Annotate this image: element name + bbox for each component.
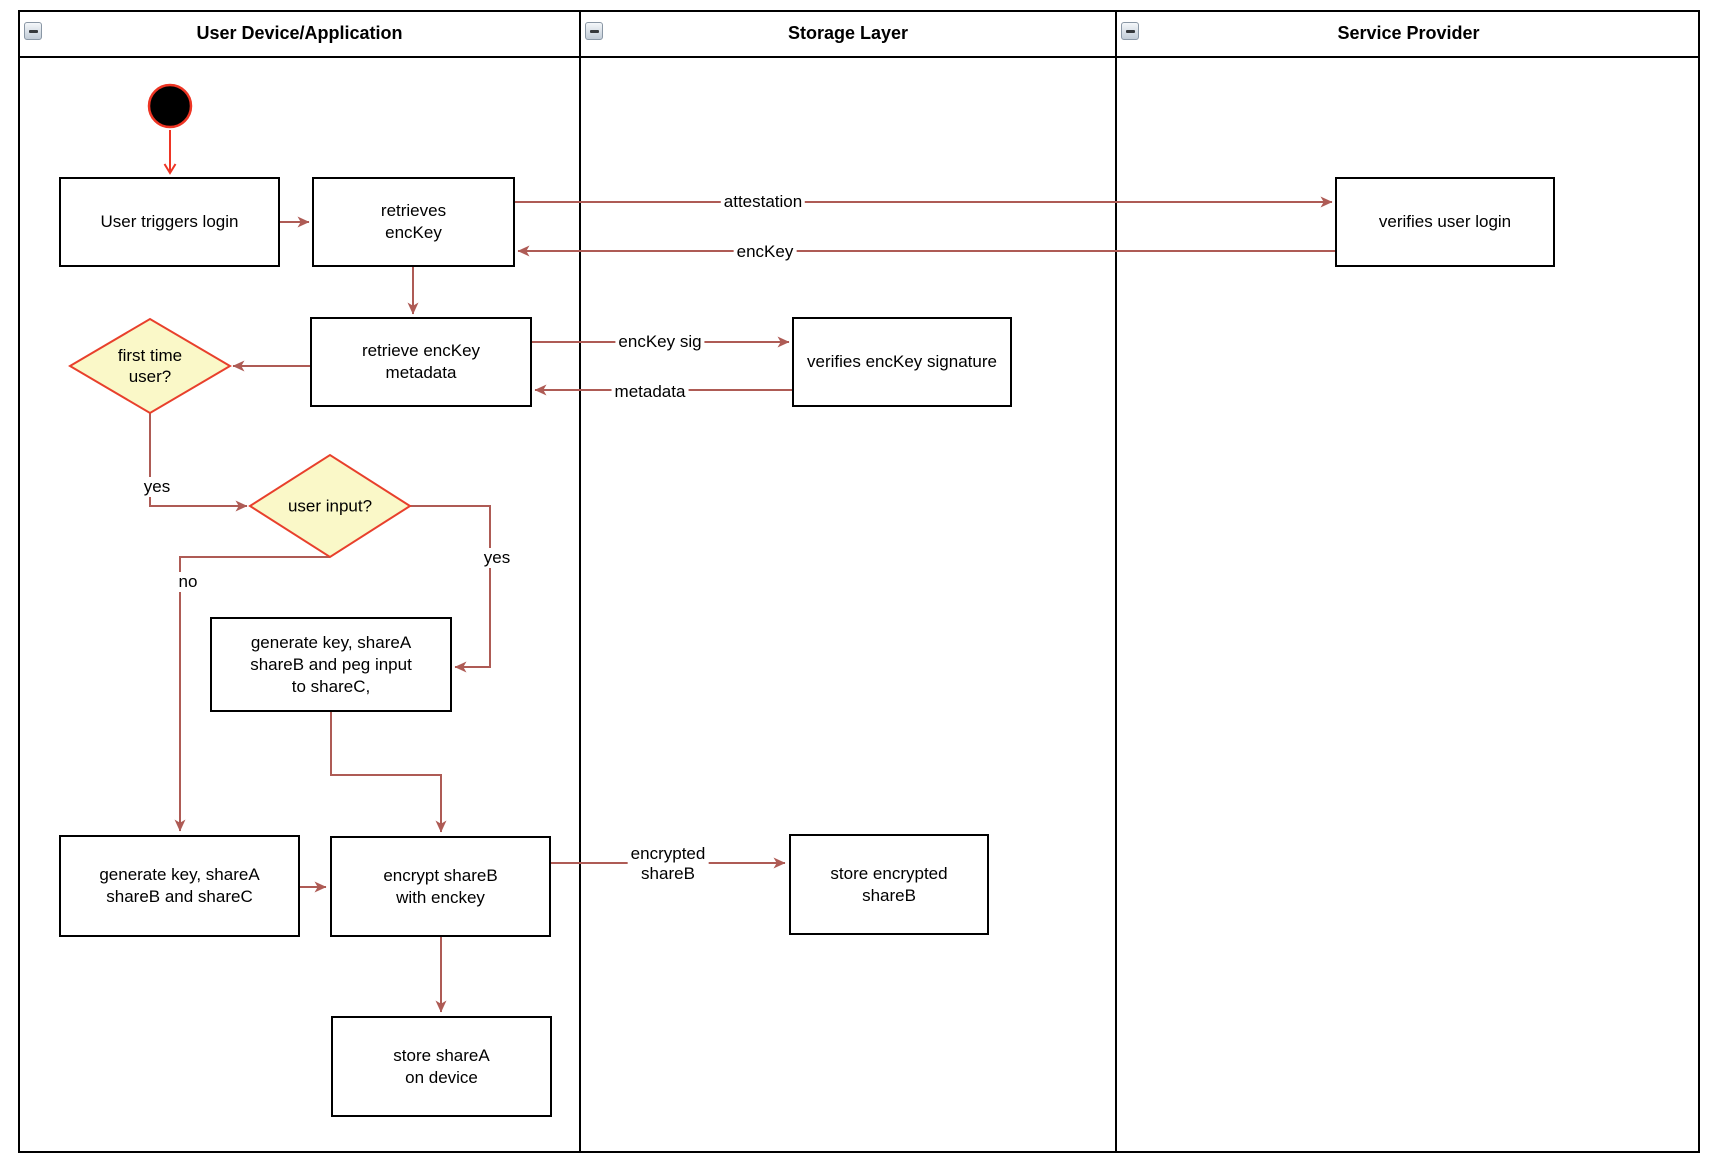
node-label: verifies encKey signature xyxy=(807,352,997,371)
edge-label-attestation: attestation xyxy=(720,192,806,212)
node-retrieves-enckey[interactable]: retrieves encKey xyxy=(312,177,515,267)
decision-label-line: user? xyxy=(128,367,172,386)
node-label-line: metadata xyxy=(385,363,457,382)
edge-label-firsttime-yes: yes xyxy=(140,477,174,497)
node-label-line: retrieve encKey xyxy=(361,341,481,360)
pool-header-separator xyxy=(18,56,1700,58)
edge-userinput-no xyxy=(174,556,330,832)
edge-label-userinput-yes: yes xyxy=(480,548,514,568)
node-label-line: on device xyxy=(405,1067,478,1087)
edge-label-enckey-sig: encKey sig xyxy=(615,332,705,352)
node-generate-key-shares[interactable]: generate key, shareA shareB and shareC xyxy=(59,835,300,937)
node-label: User triggers login xyxy=(100,212,239,231)
node-label-line: store shareA xyxy=(393,1045,490,1065)
edge-label-userinput-no: no xyxy=(175,572,201,592)
collapse-lane-storage-layer-button[interactable] xyxy=(585,22,603,40)
lane-separator-2 xyxy=(1115,10,1117,1153)
lane-separator-1 xyxy=(579,10,581,1153)
decision-label-first-time-user: first time user? xyxy=(118,345,182,387)
node-label: verifies user login xyxy=(1378,212,1512,231)
node-store-sharea-on-device[interactable]: store shareA on device xyxy=(331,1016,552,1117)
lane-title-service-provider: Service Provider xyxy=(1337,23,1480,43)
node-label-line: retrieves xyxy=(380,201,447,220)
pool-frame xyxy=(18,10,1700,1153)
edge-label-metadata: metadata xyxy=(611,382,689,402)
node-label-line: shareB and peg input xyxy=(250,654,412,674)
node-label-line: generate key, shareA xyxy=(250,632,412,652)
lane-title-user-device: User Device/Application xyxy=(196,23,403,43)
node-user-triggers-login[interactable]: User triggers login xyxy=(59,177,280,267)
collapse-lane-user-device-button[interactable] xyxy=(24,22,42,40)
minus-icon xyxy=(28,29,38,33)
node-label-line: shareB and shareC xyxy=(106,887,253,906)
edge-label-encrypted-shareb: encrypted shareB xyxy=(627,844,709,884)
node-retrieve-enckey-metadata[interactable]: retrieve encKey metadata xyxy=(310,317,532,407)
node-label-line: with enckey xyxy=(396,887,485,907)
edge-label-line: shareB xyxy=(641,864,695,883)
node-encrypt-shareb[interactable]: encrypt shareB with enckey xyxy=(330,836,551,937)
decision-user-input[interactable] xyxy=(248,453,412,559)
edge-peg-to-encrypt xyxy=(330,712,447,833)
start-node[interactable] xyxy=(147,83,193,129)
decision-first-time-user[interactable] xyxy=(68,317,232,415)
edge-label-line: encrypted xyxy=(630,844,706,863)
minus-icon xyxy=(1125,29,1135,33)
decision-label-line: first time xyxy=(117,346,183,365)
node-label-line: encrypt shareB xyxy=(383,865,498,885)
collapse-lane-service-provider-button[interactable] xyxy=(1121,22,1139,40)
minus-icon xyxy=(589,29,599,33)
node-label-line: shareB xyxy=(862,885,916,905)
edge-userinput-yes xyxy=(410,505,491,673)
node-verifies-user-login[interactable]: verifies user login xyxy=(1335,177,1555,267)
edge-label-enckey: encKey xyxy=(733,242,797,262)
lane-title-storage-layer: Storage Layer xyxy=(787,23,909,43)
node-store-encrypted-shareb[interactable]: store encrypted shareB xyxy=(789,834,989,935)
node-label-line: store encrypted xyxy=(830,863,948,883)
decision-label-user-input: user input? xyxy=(287,496,373,516)
node-verifies-enckey-signature[interactable]: verifies encKey signature xyxy=(792,317,1012,407)
node-label-line: generate key, shareA xyxy=(99,865,260,884)
node-label-line: encKey xyxy=(385,223,442,242)
node-generate-key-peg-input[interactable]: generate key, shareA shareB and peg inpu… xyxy=(210,617,452,712)
edge-firsttime-yes xyxy=(149,413,248,512)
node-label-line: to shareC, xyxy=(291,676,371,696)
